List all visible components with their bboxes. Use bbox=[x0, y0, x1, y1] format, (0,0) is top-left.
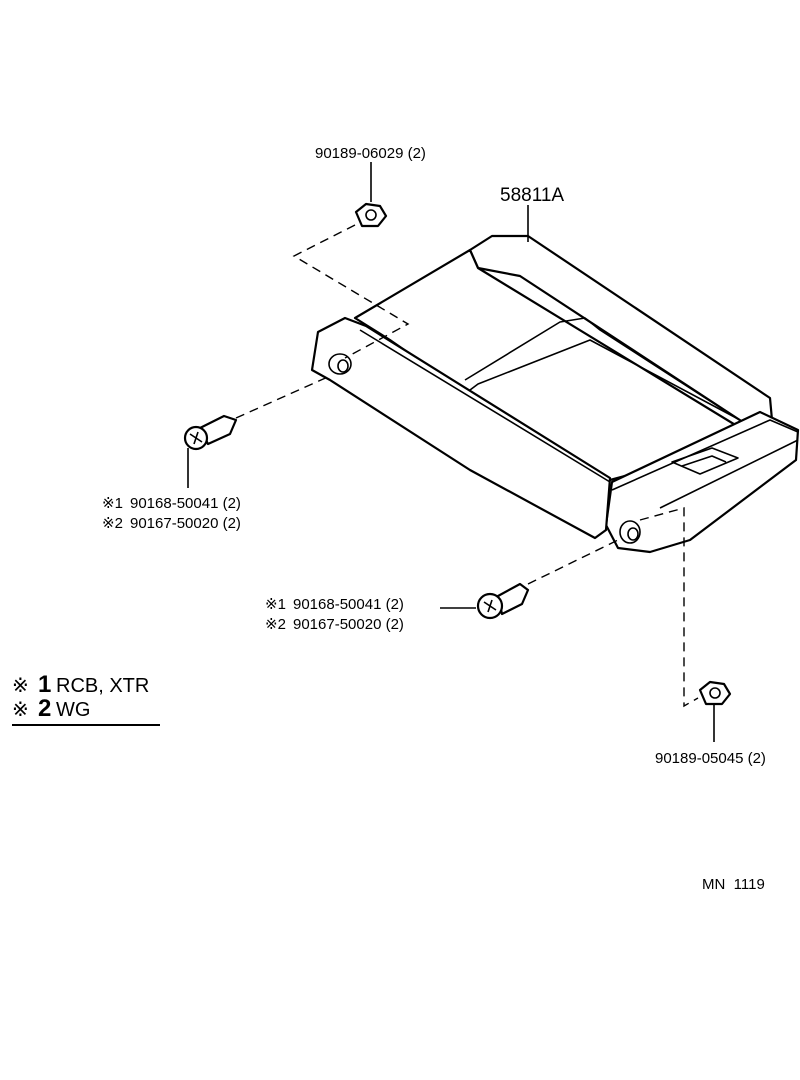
label-screw-left-part2: 90167-50020 (2) bbox=[130, 515, 241, 532]
legend-item2-text: WG bbox=[56, 699, 90, 721]
figure-code: MN 1119 bbox=[702, 876, 765, 893]
legend-item1-num: 1 bbox=[38, 671, 51, 698]
label-screw-left-part1: 90168-50041 (2) bbox=[130, 495, 241, 512]
label-screw-center-mark2: ※2 bbox=[265, 616, 286, 633]
dash-line-screw-left bbox=[235, 375, 331, 419]
label-screw-left-mark2: ※2 bbox=[102, 515, 123, 532]
legend-item2-num: 2 bbox=[38, 695, 51, 722]
label-main-part: 58811A bbox=[500, 185, 564, 206]
nut-top bbox=[354, 162, 388, 228]
legend: ※ 1 RCB, XTR ※ 2 WG bbox=[12, 671, 160, 726]
legend-item1-mark: ※ bbox=[12, 675, 29, 697]
label-screw-center: ※1 90168-50041 (2) ※2 90167-50020 (2) bbox=[265, 596, 404, 633]
dash-line-screw-center bbox=[527, 539, 619, 585]
label-nut-bottom: 90189-05045 (2) bbox=[655, 750, 766, 767]
legend-item2-mark: ※ bbox=[12, 699, 29, 721]
console-panel-part bbox=[310, 234, 800, 554]
screw-left bbox=[183, 414, 238, 488]
label-screw-center-mark1: ※1 bbox=[265, 596, 286, 613]
label-screw-left: ※1 90168-50041 (2) ※2 90167-50020 (2) bbox=[102, 495, 241, 532]
label-screw-center-part1: 90168-50041 (2) bbox=[293, 596, 404, 613]
label-nut-top: 90189-06029 (2) bbox=[315, 145, 426, 162]
label-screw-center-part2: 90167-50020 (2) bbox=[293, 616, 404, 633]
label-screw-left-mark1: ※1 bbox=[102, 495, 123, 512]
dash-line-nut-bottom bbox=[639, 507, 699, 708]
screw-center bbox=[440, 582, 530, 620]
legend-item1-text: RCB, XTR bbox=[56, 675, 149, 697]
dash-line-nut-top bbox=[292, 224, 410, 359]
nut-bottom bbox=[698, 680, 732, 742]
